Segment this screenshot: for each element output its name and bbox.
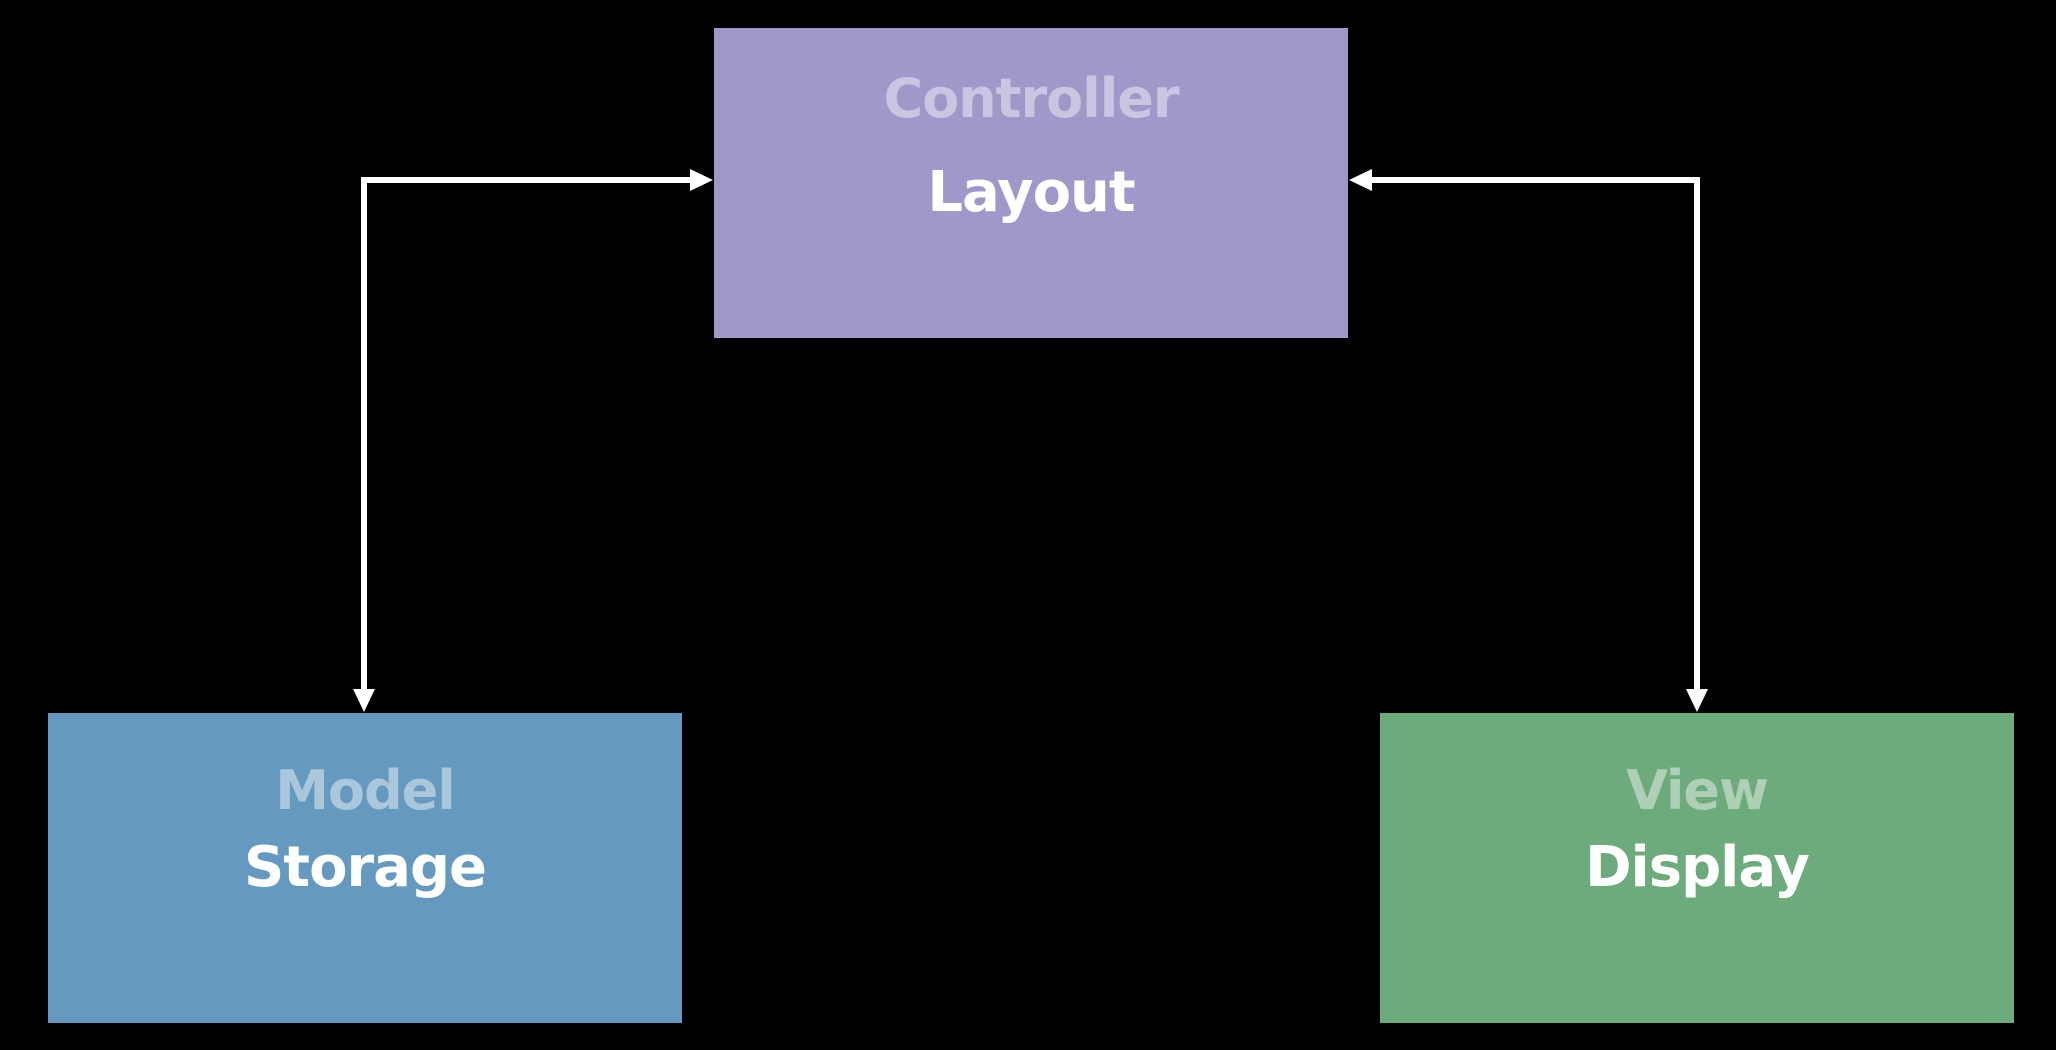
controller-box: Controller Layout	[714, 28, 1348, 338]
view-box: View Display	[1380, 713, 2014, 1023]
model-title: Model	[275, 759, 456, 822]
view-title: View	[1626, 759, 1769, 822]
arrowhead-into-view	[1686, 689, 1708, 712]
arrowhead-into-model	[353, 689, 375, 712]
model-purpose: Storage	[243, 835, 487, 900]
controller-title: Controller	[883, 67, 1180, 130]
arrowhead-into-controller-right	[1349, 169, 1372, 191]
arrowhead-into-controller-left	[690, 169, 713, 191]
model-box: Model Storage	[48, 713, 682, 1023]
model-controller-connector	[361, 177, 692, 692]
controller-purpose: Layout	[927, 160, 1135, 225]
view-controller-connector	[1370, 177, 1700, 692]
view-purpose: Display	[1585, 835, 1810, 900]
